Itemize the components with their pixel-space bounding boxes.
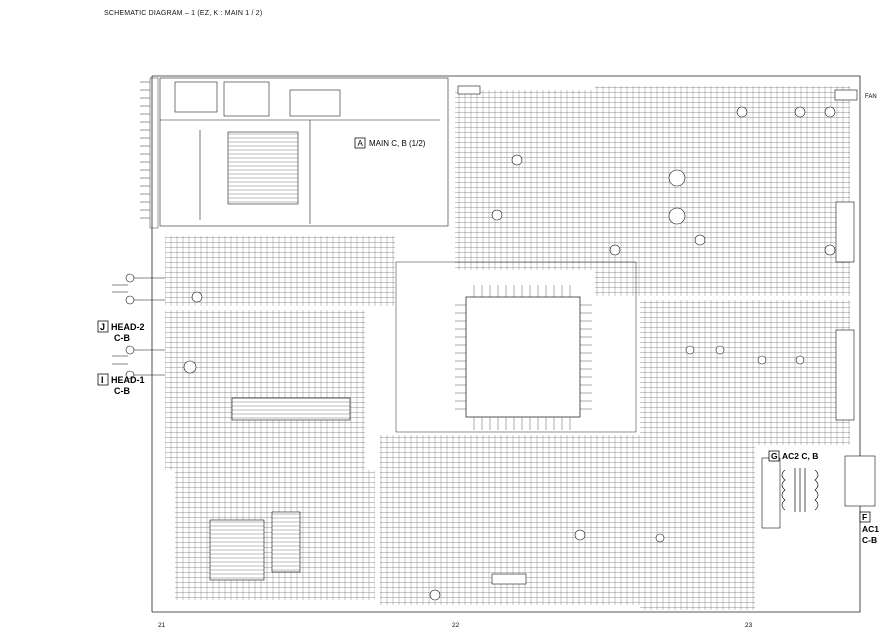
page-number-center: 22 xyxy=(452,622,460,629)
svg-text:AC1: AC1 xyxy=(862,524,879,534)
svg-text:A: A xyxy=(358,139,364,148)
fan-label: FAN xyxy=(865,94,877,100)
svg-text:I: I xyxy=(101,375,104,385)
board-label-main: A MAIN C, B (1/2) xyxy=(354,137,426,149)
page-number-right: 23 xyxy=(745,622,753,629)
svg-text:MAIN C, B (1/2): MAIN C, B (1/2) xyxy=(369,139,426,148)
svg-text:F: F xyxy=(862,512,867,522)
board-label-head1: I HEAD-1 C-B xyxy=(97,373,145,396)
page-number-left: 21 xyxy=(158,622,166,629)
svg-text:C-B: C-B xyxy=(114,386,130,396)
board-label-ac1: F AC1 C-B xyxy=(859,511,879,545)
svg-text:C-B: C-B xyxy=(862,535,877,545)
svg-text:C-B: C-B xyxy=(114,333,130,343)
svg-text:HEAD-1: HEAD-1 xyxy=(111,375,145,385)
svg-text:J: J xyxy=(100,322,105,332)
svg-text:G: G xyxy=(771,451,778,461)
board-label-head2: J HEAD-2 C-B xyxy=(97,320,145,343)
diagram-title: SCHEMATIC DIAGRAM – 1 (EZ, K : MAIN 1 / … xyxy=(104,10,263,17)
board-label-ac2: G AC2 C, B xyxy=(768,450,818,462)
svg-text:HEAD-2: HEAD-2 xyxy=(111,322,145,332)
svg-text:AC2 C, B: AC2 C, B xyxy=(782,451,818,461)
